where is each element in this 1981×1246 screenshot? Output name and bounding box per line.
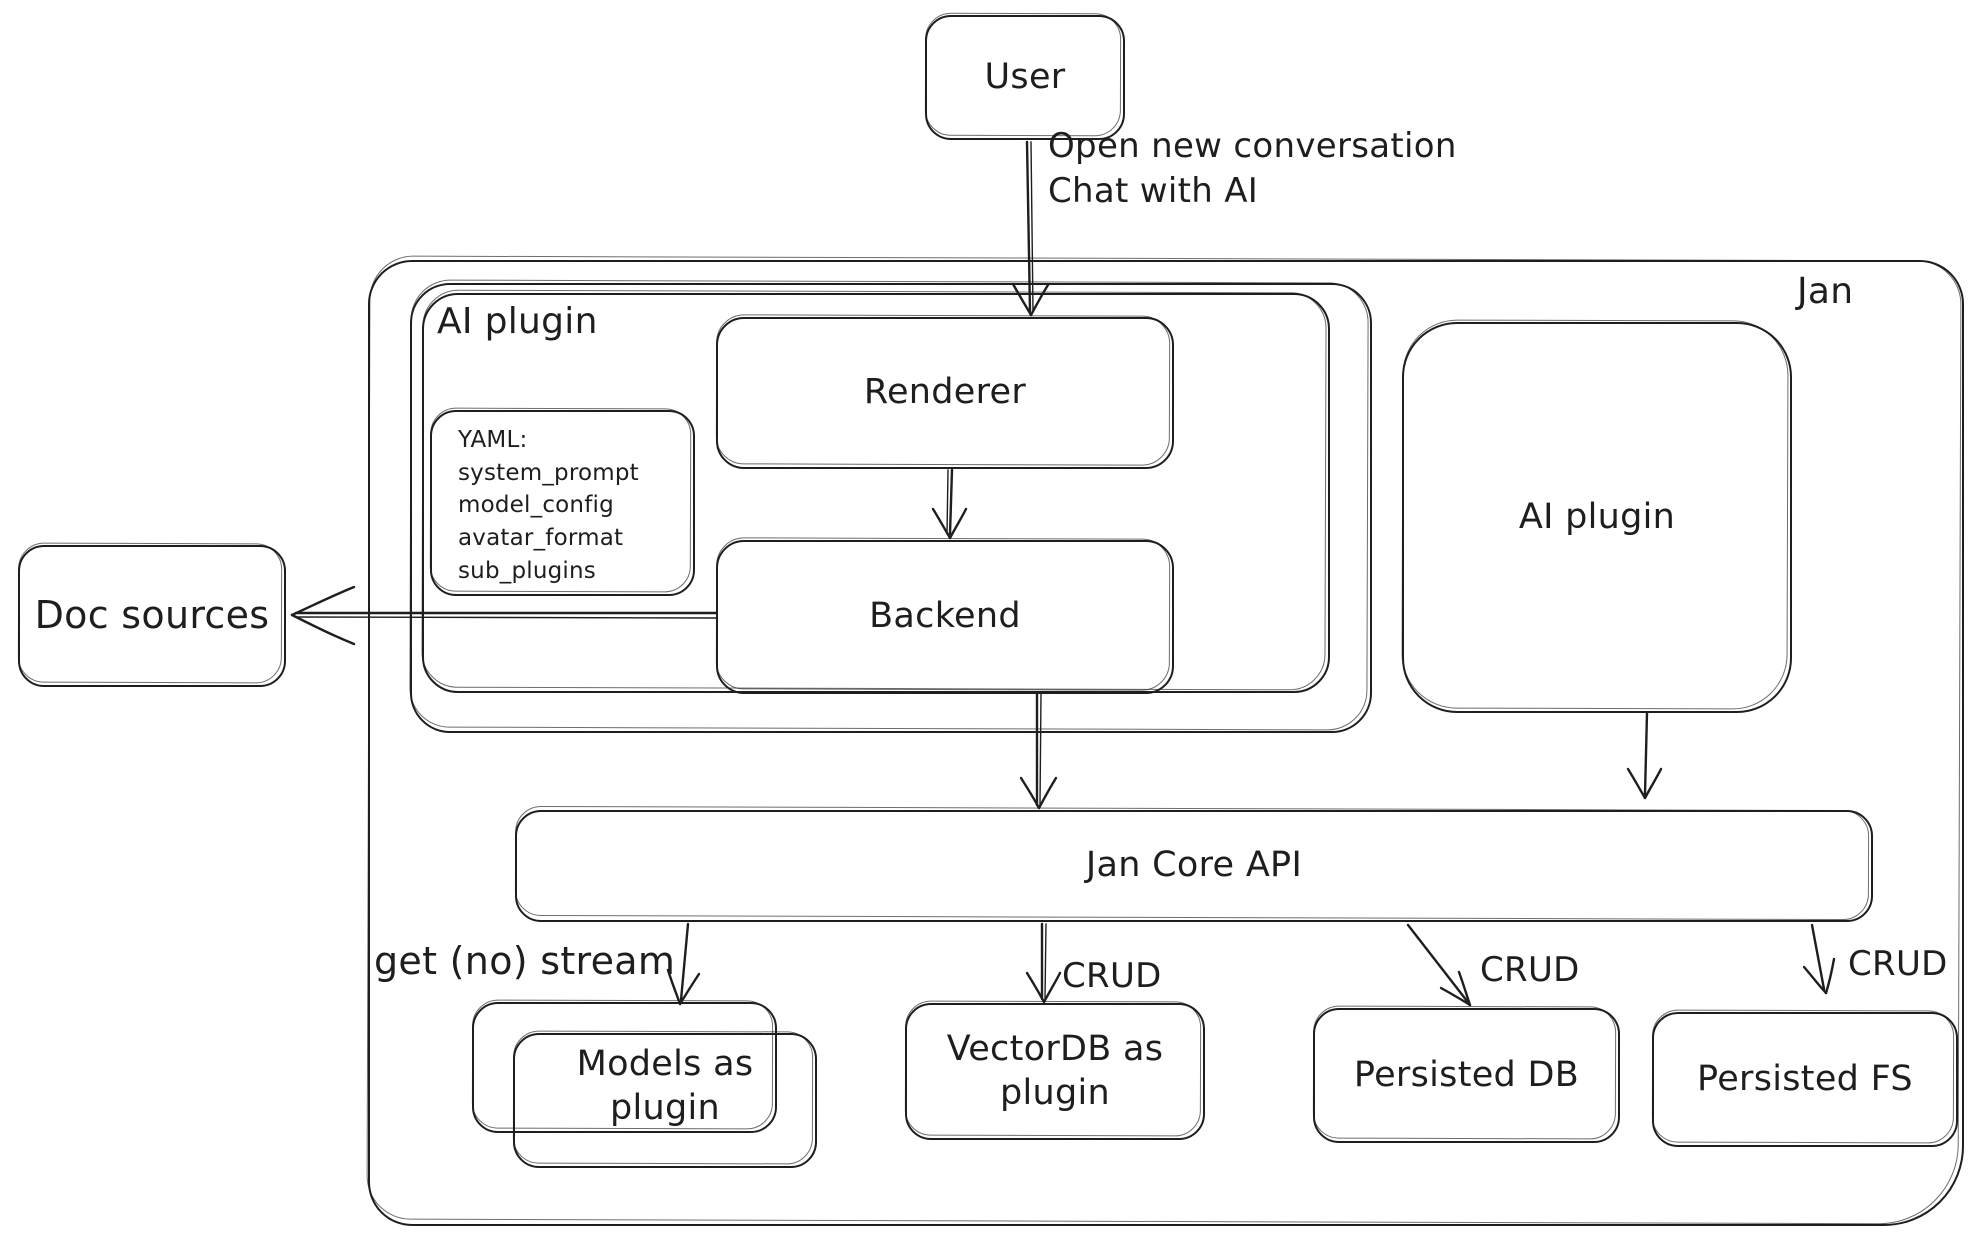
doc-sources-node-label: Doc sources xyxy=(34,593,270,638)
edge-label-crud-vectordb: CRUD xyxy=(1062,956,1162,996)
persisted-fs-node-label: Persisted FS xyxy=(1697,1058,1913,1099)
jan-container xyxy=(368,260,1964,1226)
models-node: Models as plugin xyxy=(513,1033,817,1168)
persisted-db-node-label: Persisted DB xyxy=(1353,1054,1580,1095)
edge-label-user-to-renderer: Open new conversation Chat with AI xyxy=(1048,126,1457,211)
edge-label-get-no-stream: get (no) stream xyxy=(374,939,676,983)
vectordb-node: VectorDB as plugin xyxy=(905,1003,1205,1140)
ai-plugin-group-outer xyxy=(410,283,1372,733)
doc-sources-node: Doc sources xyxy=(18,545,286,687)
user-node: User xyxy=(925,15,1125,140)
yaml-note-text: YAML: system_prompt model_config avatar_… xyxy=(458,427,639,584)
yaml-note: YAML: system_prompt model_config avatar_… xyxy=(430,410,695,596)
jan-core-api-node: Jan Core API xyxy=(515,810,1873,922)
ai-plugin-group-label: AI plugin xyxy=(437,301,598,342)
renderer-node-label: Renderer xyxy=(863,372,1027,413)
models-node-label: Models as plugin xyxy=(576,1043,754,1128)
renderer-node: Renderer xyxy=(716,317,1174,469)
edge-label-crud-persisted-fs: CRUD xyxy=(1848,944,1948,984)
jan-container-label: Jan xyxy=(1797,271,1854,312)
edge-label-crud-persisted-db: CRUD xyxy=(1480,950,1580,990)
jan-core-api-node-label: Jan Core API xyxy=(1085,845,1303,886)
persisted-db-node: Persisted DB xyxy=(1313,1008,1620,1143)
vectordb-node-label: VectorDB as plugin xyxy=(946,1028,1164,1113)
persisted-fs-node: Persisted FS xyxy=(1652,1012,1958,1147)
ai-plugin-node-label: AI plugin xyxy=(1518,496,1676,537)
user-node-label: User xyxy=(984,56,1066,97)
ai-plugin-node: AI plugin xyxy=(1402,322,1792,713)
backend-node: Backend xyxy=(716,540,1174,694)
backend-node-label: Backend xyxy=(869,596,1021,637)
